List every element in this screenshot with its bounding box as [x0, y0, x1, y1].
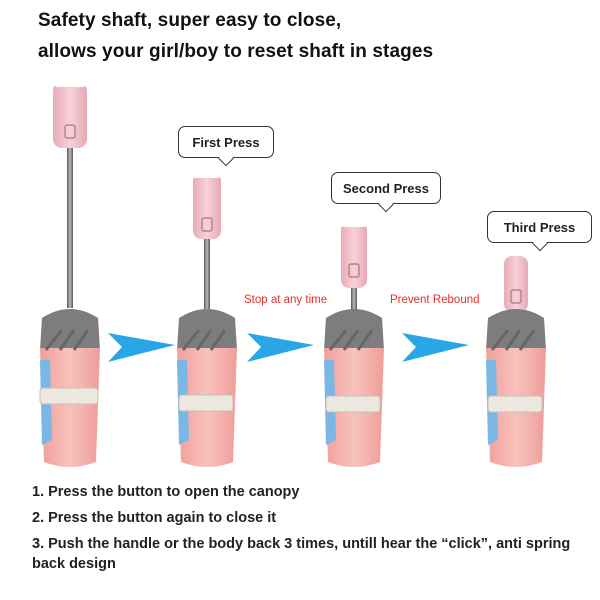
lock-button-icon	[64, 124, 76, 139]
first-press-bubble: First Press	[178, 126, 274, 158]
lock-button-icon	[201, 217, 213, 232]
headline-line-2: allows your girl/boy to reset shaft in s…	[38, 41, 434, 62]
rebound-note: Prevent Rebound	[390, 294, 480, 306]
lock-button-icon	[348, 263, 360, 278]
step-3: 3. Push the handle or the body back 3 ti…	[32, 536, 571, 572]
lock-button-icon	[510, 289, 522, 304]
umbrella-icon	[39, 82, 100, 467]
third-press-bubble: Third Press	[487, 211, 592, 243]
step-2: 2. Press the button again to close it	[32, 510, 277, 526]
umbrella-icon	[177, 173, 237, 467]
second-press-bubble: Second Press	[331, 172, 441, 204]
umbrella-icon	[486, 256, 546, 467]
headline-line-1: Safety shaft, super easy to close,	[38, 10, 342, 31]
arrow-right-icon	[402, 333, 469, 362]
stop-note: Stop at any time	[244, 294, 328, 306]
step-1: 1. Press the button to open the canopy	[32, 484, 300, 500]
umbrella-icon	[324, 222, 384, 467]
arrow-right-icon	[108, 333, 175, 362]
arrow-right-icon	[247, 333, 314, 362]
